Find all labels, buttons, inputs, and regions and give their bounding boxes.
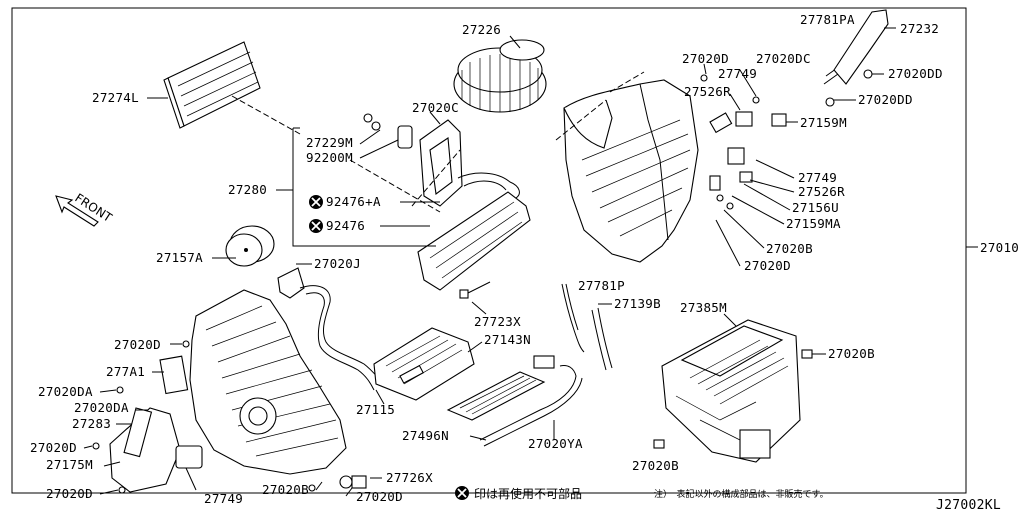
label-27020J: 27020J bbox=[314, 256, 361, 271]
label-27139B: 27139B bbox=[614, 296, 661, 311]
heater-core-part bbox=[373, 327, 475, 401]
blower-motor-part bbox=[225, 225, 275, 267]
label-27020B-lower: 27020B bbox=[262, 482, 309, 497]
label-92200M: 92200M bbox=[306, 150, 353, 165]
bracket-clip-part bbox=[277, 267, 305, 299]
heater-case-upper-part bbox=[563, 79, 699, 263]
label-27143N: 27143N bbox=[484, 332, 531, 347]
label-27781PA: 27781PA bbox=[800, 12, 855, 27]
label-27781P: 27781P bbox=[578, 278, 625, 293]
label-27020B-right: 27020B bbox=[828, 346, 875, 361]
label-27020DA-2: 27020DA bbox=[74, 400, 129, 415]
label-27283: 27283 bbox=[72, 416, 111, 431]
intake-unit-part bbox=[661, 319, 801, 463]
heater-case-lower-part bbox=[189, 289, 347, 475]
label-277A1: 277A1 bbox=[106, 364, 145, 379]
air-filter-part bbox=[163, 41, 261, 129]
label-27020B-mid: 27020B bbox=[766, 241, 813, 256]
label-27229M: 27229M bbox=[306, 135, 353, 150]
label-27020D-bottom: 27020D bbox=[356, 489, 403, 504]
label-27726X: 27726X bbox=[386, 470, 433, 485]
label-27020DD-1: 27020DD bbox=[888, 66, 943, 81]
blower-fan-part bbox=[453, 39, 547, 113]
duct-part bbox=[591, 307, 613, 371]
side-cover-part bbox=[109, 355, 189, 493]
label-27496N: 27496N bbox=[402, 428, 449, 443]
label-27156U: 27156U bbox=[792, 200, 839, 215]
label-27157A: 27157A bbox=[156, 250, 203, 265]
label-27159MA: 27159MA bbox=[786, 216, 841, 231]
label-27280: 27280 bbox=[228, 182, 267, 197]
refrigerant-pipe-part bbox=[299, 285, 385, 385]
label-27159M: 27159M bbox=[800, 115, 847, 130]
clip-part bbox=[653, 349, 813, 449]
label-27020YA: 27020YA bbox=[528, 436, 583, 451]
label-27010: 27010 bbox=[980, 240, 1019, 255]
label-27226: 27226 bbox=[462, 22, 501, 37]
evaporator-seal-part bbox=[419, 119, 463, 207]
sensor-clip-part bbox=[363, 113, 413, 149]
label-27020DD-2: 27020DD bbox=[858, 92, 913, 107]
label-27526R-mid: 27526R bbox=[798, 184, 845, 199]
label-27020DC: 27020DC bbox=[756, 51, 811, 66]
label-27274L: 27274L bbox=[92, 90, 139, 105]
small-screws-left bbox=[92, 340, 353, 494]
label-27020D-left3: 27020D bbox=[46, 486, 93, 501]
label-92476: 92476 bbox=[326, 218, 365, 233]
screw-parts bbox=[700, 69, 873, 210]
motor-actuator-lower-part bbox=[175, 445, 367, 489]
non-reusable-mark-92476A bbox=[309, 195, 323, 209]
label-92476A: 92476+A bbox=[326, 194, 381, 209]
diagram-frame bbox=[11, 7, 967, 494]
label-27020D-left: 27020D bbox=[114, 337, 161, 352]
side-duct-part bbox=[833, 9, 889, 85]
bolt-part bbox=[459, 281, 491, 299]
wire-harness-part bbox=[479, 365, 577, 441]
label-27020B-bottom: 27020B bbox=[632, 458, 679, 473]
label-27115: 27115 bbox=[356, 402, 395, 417]
label-27020D-top: 27020D bbox=[682, 51, 729, 66]
non-reusable-mark-92476 bbox=[309, 219, 323, 233]
legend-non-reusable-icon bbox=[455, 486, 469, 500]
diagram-id: J27002KL bbox=[936, 498, 1001, 512]
legend-note: 注） 表記以外の構成部品は、非販売です。 bbox=[654, 488, 829, 500]
actuator-part bbox=[709, 111, 787, 191]
label-27020DA-1: 27020DA bbox=[38, 384, 93, 399]
label-27020D-mid: 27020D bbox=[744, 258, 791, 273]
pollen-filter-part bbox=[446, 355, 555, 421]
label-27020C: 27020C bbox=[412, 100, 459, 115]
label-27749-bottom: 27749 bbox=[204, 491, 243, 506]
front-arrow-icon bbox=[55, 195, 99, 227]
label-27232: 27232 bbox=[900, 21, 939, 36]
label-27723X: 27723X bbox=[474, 314, 521, 329]
label-27385M: 27385M bbox=[680, 300, 727, 315]
label-27749-top: 27749 bbox=[718, 66, 757, 81]
label-27526R-top: 27526R bbox=[684, 84, 731, 99]
link-rod-part bbox=[561, 283, 585, 353]
label-27749-mid: 27749 bbox=[798, 170, 837, 185]
legend-text: 印は再使用不可部品 bbox=[474, 486, 582, 501]
label-27020D-left2: 27020D bbox=[30, 440, 77, 455]
evaporator-part bbox=[417, 172, 531, 291]
label-27175M: 27175M bbox=[46, 457, 93, 472]
